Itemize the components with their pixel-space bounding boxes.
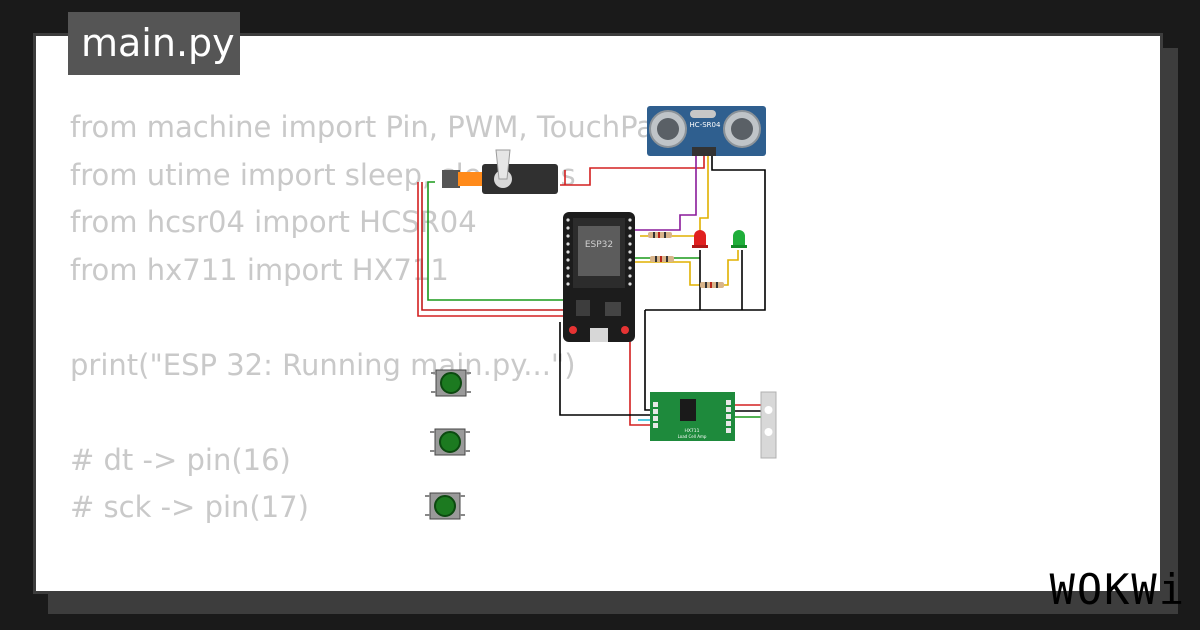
code-line: # dt -> pin(16) [70,442,291,477]
servo-motor[interactable] [442,149,558,194]
hx711-sublabel: Load Cell Amp [678,434,707,439]
esp32-board[interactable]: ESP32 [563,212,635,342]
red-led[interactable] [692,230,708,248]
load-cell[interactable] [760,391,777,459]
resistor-2[interactable] [650,256,674,262]
ultrasonic-sensor[interactable]: HC-SR04 [647,106,766,156]
ultrasonic-label: HC-SR04 [690,121,721,129]
hx711-module[interactable]: HX711 Load Cell Amp [650,392,735,441]
file-tab[interactable]: main.py [68,12,240,75]
code-line: from hx711 import HX711 [70,252,449,287]
code-line: print("ESP 32: Running main.py...") [70,347,576,382]
green-led[interactable] [731,230,747,248]
esp32-label: ESP32 [585,240,613,250]
wokwi-logo: WOKWi [1049,565,1186,614]
resistor-3[interactable] [700,282,724,288]
push-button-1[interactable] [431,369,471,397]
hx711-label: HX711 [684,428,699,434]
push-button-3[interactable] [425,492,465,520]
resistor-1[interactable] [648,232,672,238]
code-line: # sck -> pin(17) [70,490,309,524]
push-button-2[interactable] [430,428,470,456]
